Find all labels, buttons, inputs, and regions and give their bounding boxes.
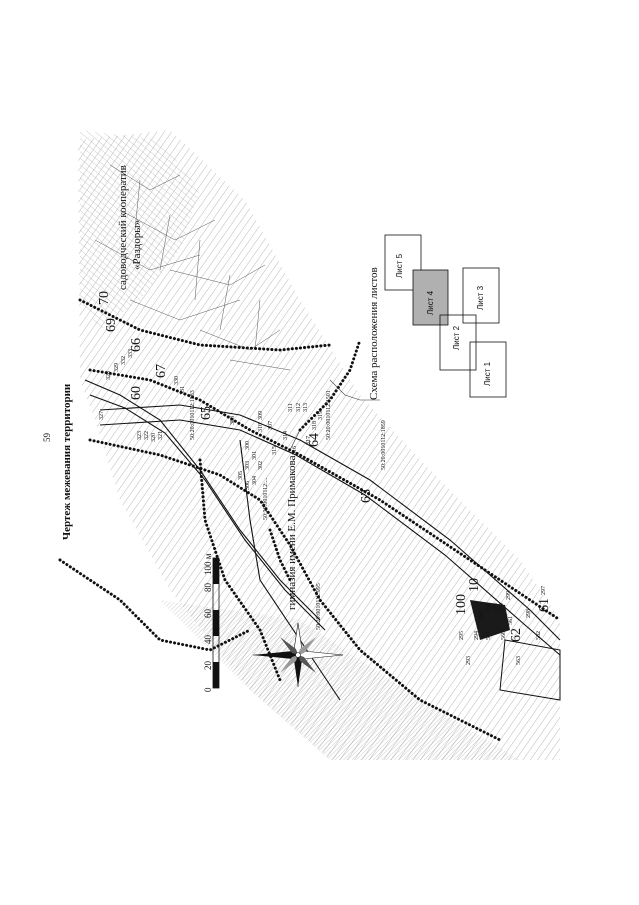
parcel-306: 306 xyxy=(245,481,251,490)
compass-rose-icon xyxy=(253,622,344,687)
quarter-61: 61 xyxy=(537,598,552,612)
parcel-296: 296 xyxy=(479,611,485,620)
parcel-556: 556 xyxy=(486,603,492,612)
parcel-330: 330 xyxy=(174,376,180,385)
sheet-4-label: Лист 4 xyxy=(426,290,435,315)
scale-bar: 0 20 40 60 80 100 м xyxy=(203,553,220,692)
sheet-1-box xyxy=(469,341,507,398)
gymnasium-label: гимназия имени Е.М. Примакова xyxy=(286,455,298,610)
parcel-558: 558 xyxy=(493,603,499,612)
quarter-69: 69 xyxy=(104,318,119,332)
parcel-323: 323 xyxy=(137,431,143,440)
cadastral-other: 50:20:0010112:... xyxy=(263,477,269,520)
sheet-3-label: Лист 3 xyxy=(476,285,485,310)
sheet-2-box xyxy=(439,314,477,371)
parcel-561: 561 xyxy=(508,616,514,625)
quarter-62-block xyxy=(470,600,561,701)
parcel-327: 327 xyxy=(99,411,105,420)
cooperative-label-line1: садоводческий кооператив xyxy=(117,165,129,290)
boundary-dotted xyxy=(58,298,562,742)
scale-tick-60: 60 xyxy=(203,609,213,619)
parcel-328: 328 xyxy=(106,371,112,380)
parcel-318: 318 xyxy=(312,421,318,430)
parcel-314: 314 xyxy=(283,431,289,440)
scale-tick-20: 20 xyxy=(203,661,213,671)
quarter-64: 64 xyxy=(307,433,322,447)
parcel-305: 305 xyxy=(238,471,244,480)
parcel-562: 562 xyxy=(536,631,542,640)
parcel-560: 560 xyxy=(501,631,507,640)
sheet-5-box xyxy=(384,234,422,291)
cadastral-1859: 50:20:0010112:1859 xyxy=(381,420,387,470)
cadastral-1583: 50:20:0010112:1583 xyxy=(190,390,196,440)
parcel-307: 307 xyxy=(268,421,274,430)
quarter-labels: 69 70 66 67 60 65 64 63 61 10 62 100 xyxy=(97,291,552,642)
parcel-300: 300 xyxy=(245,441,251,450)
parcel-293: 293 xyxy=(466,656,472,665)
parcel-311: 311 xyxy=(288,403,294,412)
leader-lines xyxy=(289,379,380,451)
quarter-65: 65 xyxy=(199,406,214,420)
parcel-315: 315 xyxy=(272,446,278,455)
road-network xyxy=(84,379,561,701)
parcel-331: 331 xyxy=(180,386,186,395)
cooperative-plots xyxy=(94,164,291,371)
parcel-303: 303 xyxy=(245,461,251,470)
scale-tick-40: 40 xyxy=(203,635,213,645)
quarter-10: 10 xyxy=(467,578,482,592)
cadastral-1501: 50:20:0010112:1501 xyxy=(326,390,332,440)
scheme-label: Схема расположения листов xyxy=(368,267,380,400)
parcel-297: 297 xyxy=(541,586,547,595)
quarter-63: 63 xyxy=(359,489,374,503)
quarter-60: 60 xyxy=(129,386,144,400)
parcel-557: 557 xyxy=(486,631,492,640)
quarter-66: 66 xyxy=(129,338,144,352)
map-headings: 59 Чертеж межевания территории садоводче… xyxy=(42,165,380,610)
parcel-309: 309 xyxy=(258,411,264,420)
parcel-320: 320 xyxy=(151,433,157,442)
parcel-332: 332 xyxy=(121,356,127,365)
cooperative-label-line2: «Раздоры» xyxy=(131,220,143,270)
page-title: Чертеж межевания территории xyxy=(61,383,73,540)
parcel-labels: 327 328 329 330 331 332 333 320 321 322 … xyxy=(99,349,547,665)
parcel-559: 559 xyxy=(499,603,505,612)
parcel-299: 299 xyxy=(506,591,512,600)
parcel-321: 321 xyxy=(158,431,164,440)
parcel-302: 302 xyxy=(258,461,264,470)
sheet-5-label: Лист 5 xyxy=(395,253,404,278)
sheet-1-label: Лист 1 xyxy=(483,361,492,386)
quarter-62: 62 xyxy=(509,628,524,642)
parcel-319: 319 xyxy=(318,411,324,420)
parcel-313: 313 xyxy=(303,403,309,412)
parcel-295: 295 xyxy=(459,631,465,640)
sheet-layout-scheme: Лист 5 Лист 4 Лист 3 Лист 2 Лист 1 xyxy=(384,234,507,398)
parcel-298: 298 xyxy=(526,609,532,618)
scale-tick-100: 100 м xyxy=(203,553,213,575)
sheet-3-box xyxy=(462,267,500,324)
quarter-70: 70 xyxy=(97,291,112,305)
parcel-301: 301 xyxy=(252,451,258,460)
scale-tick-0: 0 xyxy=(203,687,213,692)
cadastral-995: 50:20:0010112:995 xyxy=(316,583,322,630)
parcel-308: 308 xyxy=(230,416,236,425)
page-number: 59 xyxy=(42,433,52,443)
parcel-317: 317 xyxy=(306,436,312,445)
quarter-67: 67 xyxy=(154,364,169,378)
parcel-333: 333 xyxy=(128,349,134,358)
parcel-304: 304 xyxy=(252,476,258,485)
quarter-100: 100 xyxy=(454,594,469,615)
parcel-294: 294 xyxy=(474,631,480,640)
parcel-312: 312 xyxy=(296,403,302,412)
cadastral-labels: 50:20:0010112:1501 50:20:0010112:1859 50… xyxy=(190,390,387,630)
scale-tick-80: 80 xyxy=(203,583,213,593)
sheet-4-box xyxy=(412,269,449,326)
parcel-322: 322 xyxy=(144,431,150,440)
parcel-310: 310 xyxy=(258,423,264,432)
parcel-563: 563 xyxy=(516,656,522,665)
parcel-329: 329 xyxy=(114,363,120,372)
parcel-316: 316 xyxy=(292,446,298,455)
sheet-2-label: Лист 2 xyxy=(452,325,461,350)
